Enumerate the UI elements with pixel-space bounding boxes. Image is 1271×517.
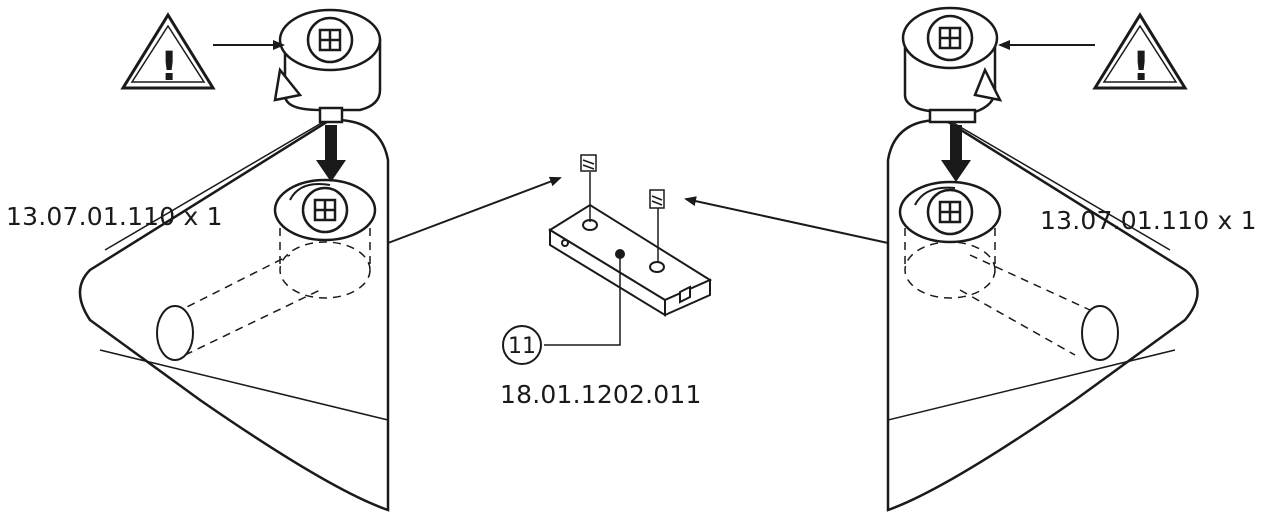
left-drill-holes: [174, 228, 371, 356]
right-to-center-arrow: [684, 196, 889, 244]
right-seated-cam-icon: [898, 180, 1002, 244]
left-cam-lock-icon: [273, 8, 382, 124]
small-screw-right: [649, 189, 665, 262]
left-part-number-label: 13.07.01.110 x 1: [6, 202, 223, 231]
callout-number: 11: [508, 334, 536, 359]
warning-triangle-icon: !: [120, 12, 216, 90]
small-screw-left: [580, 154, 597, 222]
callout-leader-line: [544, 254, 621, 346]
left-insert-arrow: [316, 125, 346, 182]
svg-text:!: !: [160, 44, 178, 90]
left-seated-cam-icon: [273, 178, 377, 242]
right-insert-arrow: [941, 125, 971, 182]
right-panel: [886, 117, 1199, 512]
right-side-hole: [1081, 305, 1119, 361]
right-cam-lock-icon: [901, 6, 1003, 124]
left-side-hole: [156, 305, 194, 361]
svg-text:!: !: [1132, 44, 1150, 90]
left-to-center-arrow: [387, 176, 562, 244]
left-panel: [78, 117, 390, 512]
center-part-number-label: 18.01.1202.011: [500, 380, 702, 409]
callout-circle: [502, 325, 542, 365]
connector-block-icon: [548, 203, 713, 317]
right-part-number-label: 13.07.01.110 x 1: [1040, 206, 1257, 235]
warning-triangle-icon: !: [1092, 12, 1188, 90]
